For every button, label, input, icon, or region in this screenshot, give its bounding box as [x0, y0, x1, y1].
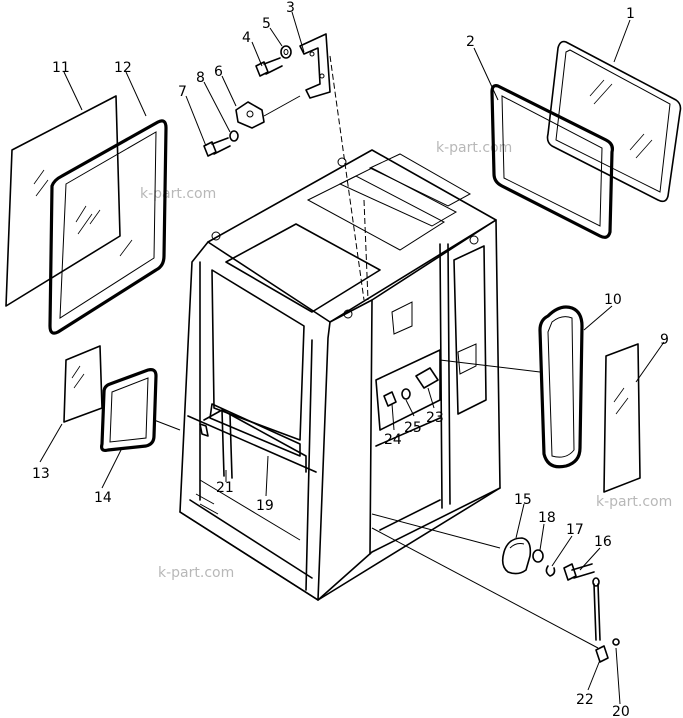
- callout-10: 10: [604, 292, 622, 308]
- watermark-2: k-part.com: [140, 186, 216, 202]
- callout-12: 12: [114, 60, 132, 76]
- watermark-4: k-part.com: [158, 565, 234, 581]
- callout-leaders: [39, 11, 665, 705]
- latch-6: [235, 95, 301, 129]
- part-2-seal-frame: [490, 84, 614, 239]
- bolt-7: [203, 137, 231, 157]
- callout-5: 5: [262, 16, 271, 32]
- callout-25: 25: [404, 420, 422, 436]
- callout-13: 13: [32, 466, 50, 482]
- callout-11: 11: [52, 60, 70, 76]
- watermark-3: k-part.com: [596, 494, 672, 510]
- callout-2: 2: [466, 34, 475, 50]
- callout-4: 4: [242, 30, 251, 46]
- watermark-1: k-part.com: [436, 140, 512, 156]
- callout-24: 24: [384, 432, 402, 448]
- part-13-small-glass: [63, 345, 103, 423]
- part-11-glass-pane: [5, 95, 121, 307]
- washer-5: [280, 45, 292, 59]
- callout-22: 22: [576, 692, 594, 708]
- part-14-small-seal: [100, 368, 158, 452]
- part-12-seal-frame: [48, 119, 168, 335]
- part-10-door-seal: [538, 305, 584, 469]
- callout-17: 17: [566, 522, 584, 538]
- cab-frame: [179, 149, 501, 601]
- part-1-glass-pane: [546, 40, 682, 203]
- callout-1: 1: [626, 6, 635, 22]
- callout-16: 16: [594, 534, 612, 550]
- hardware-23-24-25: [383, 367, 439, 407]
- washer-8: [229, 130, 239, 142]
- callout-7: 7: [178, 84, 187, 100]
- callout-8: 8: [196, 70, 205, 86]
- hardware-lower-right: [501, 537, 620, 663]
- callout-23: 23: [426, 410, 444, 426]
- callout-labels: 1 2 3 4 5 6 7 8 9 10 11 12 13 14 15 16 1…: [32, 0, 669, 718]
- callout-21: 21: [216, 480, 234, 496]
- part-9-door-glass: [603, 343, 641, 493]
- callout-15: 15: [514, 492, 532, 508]
- callout-19: 19: [256, 498, 274, 514]
- callout-6: 6: [214, 64, 223, 80]
- callout-18: 18: [538, 510, 556, 526]
- callout-3: 3: [286, 0, 295, 16]
- assembly-lines: [153, 55, 599, 649]
- hinge-bracket-3: [299, 33, 331, 99]
- callout-9: 9: [660, 332, 669, 348]
- callout-20: 20: [612, 704, 630, 718]
- callout-14: 14: [94, 490, 112, 506]
